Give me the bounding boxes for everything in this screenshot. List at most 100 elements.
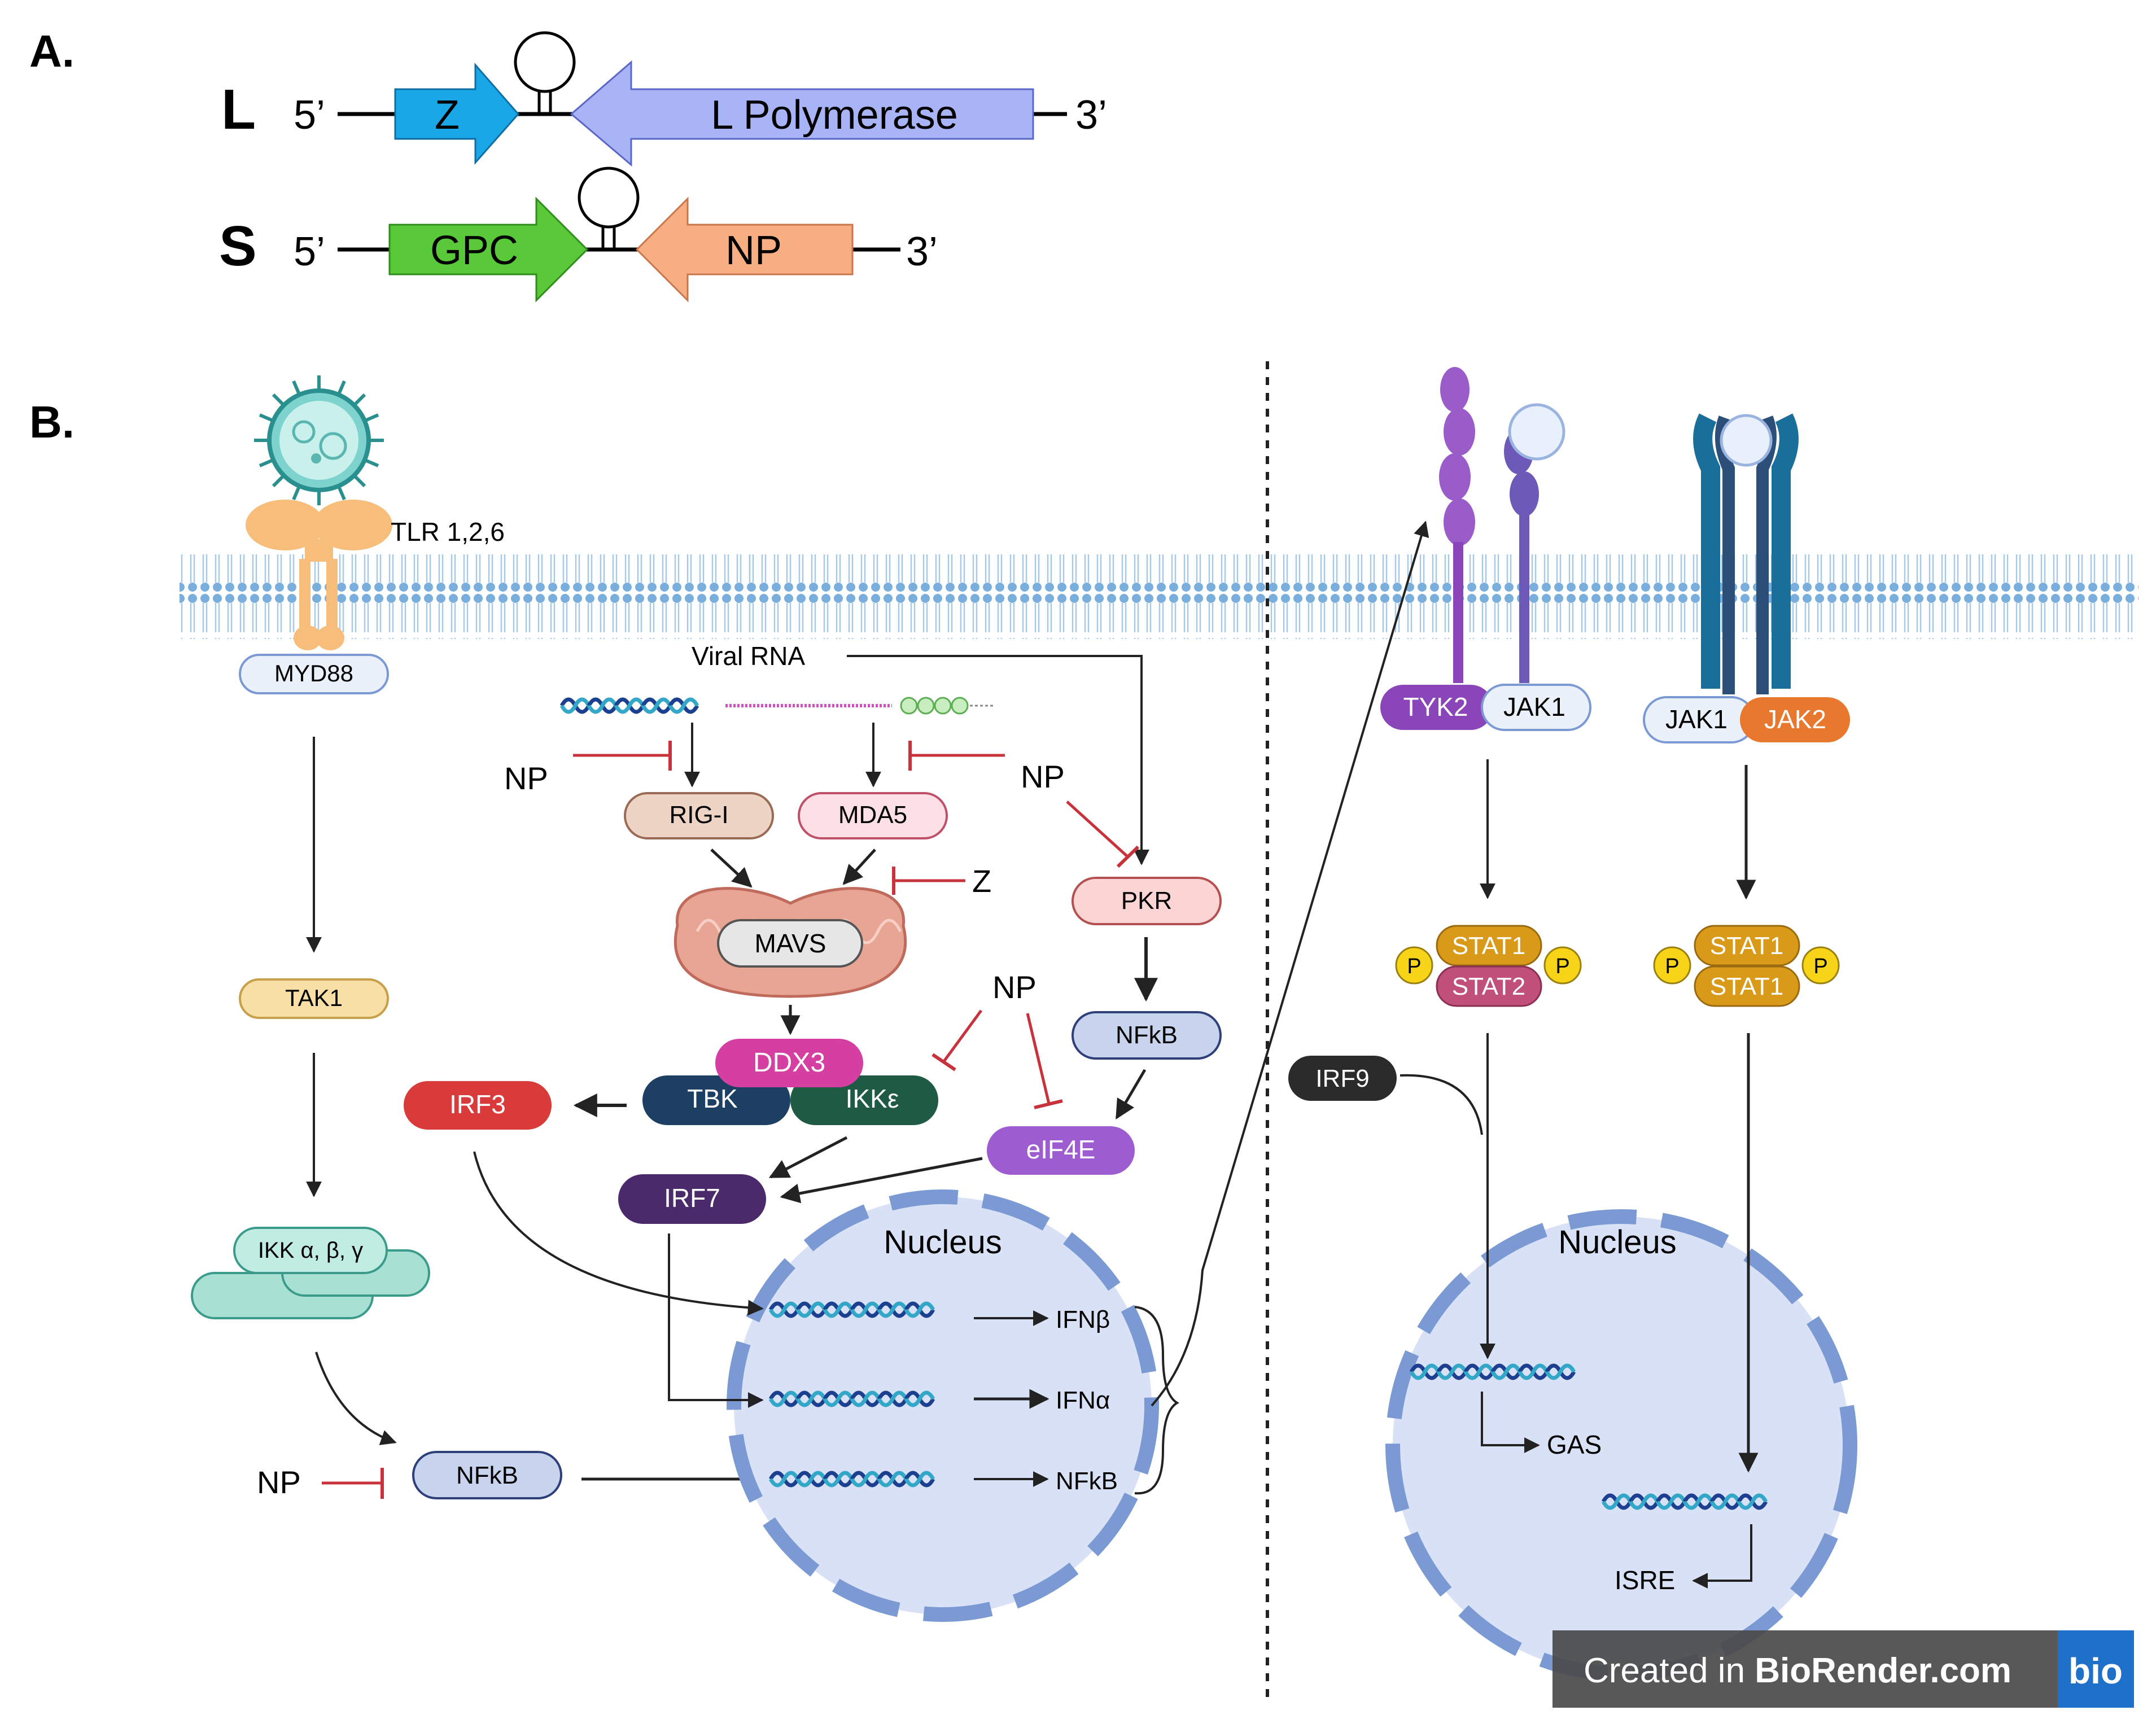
nfkb-pkr-label: NFkB	[1116, 1021, 1178, 1049]
biorender-watermark: Created in BioRender.com bio	[1553, 1630, 2134, 1708]
irf9-label: IRF9	[1315, 1065, 1369, 1092]
eif4e-node: eIF4E	[987, 1126, 1135, 1175]
arrow-isre	[1692, 1524, 1752, 1589]
ddx3-label: DDX3	[753, 1048, 825, 1078]
ikk-complex-node: IKK α, β, γ	[191, 1227, 430, 1319]
dsrna-icon	[562, 699, 697, 712]
np-mda5-label: NP	[1021, 759, 1065, 794]
tak1-node: TAK1	[239, 978, 389, 1019]
arrow-irf7-ifna	[668, 1234, 764, 1408]
nfkb-pkr-node: NFkB	[1072, 1011, 1222, 1060]
arrow-ikk-nfkb	[315, 1351, 397, 1445]
jak2-label: JAK2	[1764, 705, 1826, 734]
z-gene-arrow	[394, 63, 519, 165]
np-gene-label: NP	[725, 228, 782, 273]
jak1-ifngr-label: JAK1	[1665, 705, 1728, 734]
l-polymerase-label: L Polymerase	[711, 93, 958, 138]
phospho-icon	[1653, 946, 1691, 985]
irf7-node: IRF7	[618, 1174, 766, 1224]
jak1-ifnar-label: JAK1	[1503, 692, 1565, 721]
viral-rna-label: Viral RNA	[692, 641, 805, 671]
s-segment-label: S	[219, 215, 257, 278]
mda5-label: MDA5	[838, 801, 907, 829]
watermark-brand: BioRender.com	[1755, 1651, 2011, 1690]
biorender-logo-icon	[2058, 1630, 2134, 1708]
jak1-ifngr-node: JAK1	[1643, 696, 1755, 743]
nucleus-right-label: Nucleus	[1558, 1224, 1677, 1261]
s-igr-hairpin-icon	[578, 167, 640, 250]
np-gene-arrow	[635, 196, 854, 303]
gas-label: GAS	[1547, 1430, 1602, 1459]
cell-membrane	[180, 554, 2138, 639]
arrow-ikke-irf7	[768, 1136, 848, 1179]
nfkb-cytoplasm-node: NFkB	[412, 1451, 562, 1499]
np-rigi-inhibitor: NP	[504, 741, 672, 796]
arrow-mda5-mavs	[842, 848, 876, 885]
biorender-logo-text: bio	[2068, 1651, 2123, 1691]
irf9-node: IRF9	[1288, 1056, 1397, 1101]
np-mda5-inhibitor: NP	[908, 741, 1140, 868]
phospho-label: P	[1407, 955, 1421, 978]
ikk-label: IKK α, β, γ	[258, 1238, 363, 1263]
tlr-receptor-icon	[246, 500, 392, 650]
s-five-prime: 5’	[294, 229, 325, 274]
tak1-label: TAK1	[285, 985, 343, 1011]
jak1-ifnar-node: JAK1	[1481, 684, 1591, 731]
np-mid-inhibitor: NP	[932, 969, 1063, 1109]
z-inhibitor-label: Z	[972, 863, 991, 899]
stat1-stat1-dimer: STAT1 STAT1 P P	[1653, 925, 1840, 1007]
phospho-label: P	[1813, 955, 1827, 978]
stat2-label: STAT2	[1452, 973, 1525, 1000]
np-nfkb-inhibitor: NP	[257, 1464, 384, 1500]
irf7-label: IRF7	[664, 1183, 720, 1213]
isre-label: ISRE	[1615, 1565, 1675, 1595]
tyk2-label: TYK2	[1403, 692, 1468, 721]
z-gene-label: Z	[435, 93, 460, 138]
tlr-label: TLR 1,2,6	[391, 517, 505, 546]
arrow-eif4e-irf7	[780, 1157, 983, 1204]
ddx3-node: DDX3	[715, 1039, 863, 1087]
ikke-node: IKKε	[790, 1075, 938, 1125]
panel-b-label: B.	[29, 397, 75, 447]
l-polymerase-arrow	[570, 60, 1034, 167]
nfkb-cytoplasm-label: NFkB	[456, 1462, 518, 1489]
stat1-b-label: STAT1	[1710, 932, 1783, 960]
mda5-node: MDA5	[798, 792, 948, 839]
ifngr-receptor-icon	[1693, 413, 1799, 694]
rigi-node: RIG-I	[624, 792, 774, 839]
ssrna-icon	[725, 697, 994, 715]
jak2-node: JAK2	[1740, 697, 1850, 742]
rigi-label: RIG-I	[669, 801, 728, 829]
gpc-gene-label: GPC	[430, 228, 518, 273]
nfkb-gene-label: NFkB	[1056, 1467, 1118, 1495]
interferon-bracket	[1134, 1306, 1179, 1495]
arrow-rigi-mavs	[710, 848, 753, 888]
eif4e-label: eIF4E	[1026, 1135, 1096, 1164]
mavs-node: MAVS	[717, 919, 863, 968]
phospho-icon	[1543, 946, 1582, 985]
stat1-stat2-dimer: STAT1 STAT2 P P	[1395, 925, 1582, 1007]
l-three-prime: 3’	[1075, 93, 1107, 138]
z-mavs-inhibitor: Z	[892, 863, 991, 899]
nucleus-right	[1385, 1209, 1857, 1681]
l-segment: L 5’ Z L Polymerase 3’	[221, 31, 1107, 167]
pkr-label: PKR	[1121, 887, 1172, 915]
arrow-nfkb-eif4e	[1115, 1069, 1147, 1120]
myd88-node: MYD88	[239, 654, 389, 694]
phospho-icon	[1395, 946, 1433, 985]
stat1-c-label: STAT1	[1710, 973, 1783, 1000]
phospho-icon	[1801, 946, 1840, 985]
phospho-label: P	[1665, 955, 1679, 978]
panel-a-label: A.	[29, 26, 75, 76]
arrow-ifn-receptor	[1151, 520, 1429, 1407]
l-segment-label: L	[221, 78, 256, 141]
virus-particle-icon	[254, 375, 384, 505]
gpc-gene-arrow	[388, 196, 589, 303]
tbk-node: TBK	[642, 1075, 790, 1125]
s-three-prime: 3’	[906, 229, 938, 274]
ifnar-receptor-icon	[1439, 367, 1565, 683]
np-nfkb-label: NP	[257, 1464, 301, 1500]
arrow-gas	[1481, 1392, 1540, 1453]
mavs-label: MAVS	[755, 929, 826, 958]
